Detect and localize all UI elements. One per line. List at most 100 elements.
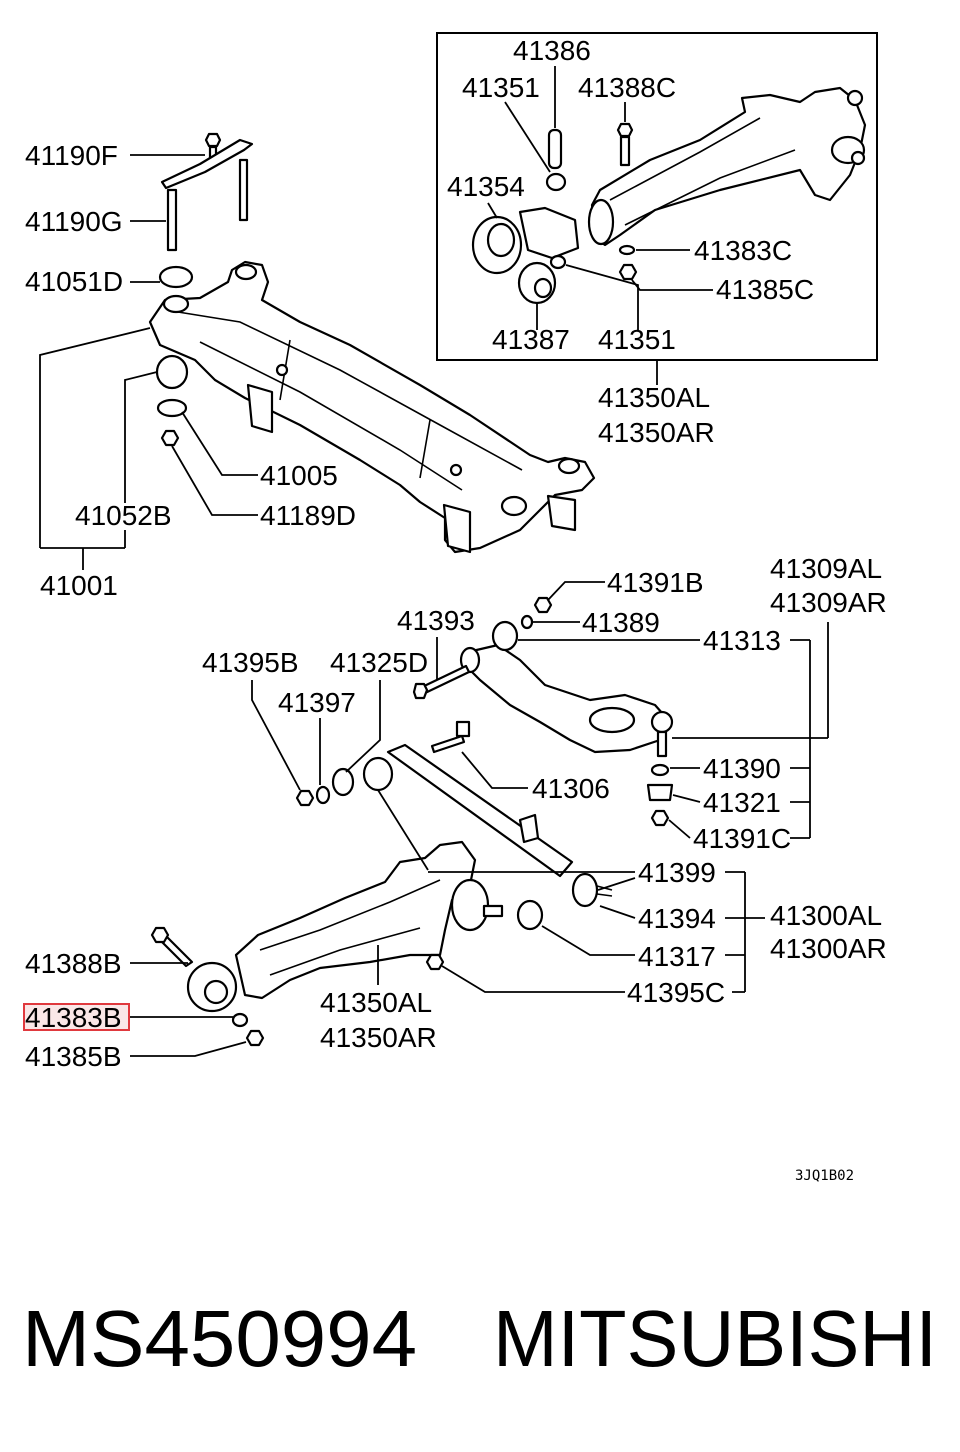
crossmember-eye-rear: [234, 263, 258, 281]
upper-arm-body: [463, 643, 672, 754]
callout-41306: 41306: [532, 773, 610, 804]
callout-41350AR-inset: 41350AR: [598, 417, 715, 448]
crossmember-ridge: [177, 311, 523, 491]
callout-41300AR: 41300AR: [770, 933, 887, 964]
leader-41399: [377, 789, 636, 891]
lower-arm-ball-stud: [482, 904, 504, 918]
leader-41005: [181, 411, 258, 476]
callout-41189D: 41189D: [260, 500, 356, 531]
leader-41351-top: [504, 101, 551, 173]
pin-41386: [547, 128, 563, 170]
nut-41395B: [295, 789, 315, 807]
crossmember-eye-front: [500, 495, 528, 517]
nut-41391C: [650, 809, 670, 827]
washer-41351-top: [545, 172, 567, 192]
crossmember-hole-2: [449, 463, 463, 477]
callout-41399: 41399: [638, 857, 716, 888]
callout-41350AR-lower: 41350AR: [320, 1022, 437, 1053]
nut-41385B: [245, 1029, 265, 1047]
trailing-arm-body: [590, 86, 867, 247]
bushing-41317: [516, 899, 544, 931]
callout-41309AL: 41309AL: [770, 553, 882, 584]
callout-41387: 41387: [492, 324, 570, 355]
callout-41389: 41389: [582, 607, 660, 638]
trailing-arm-top-boss: [846, 89, 864, 107]
leader-41351-bottom: [565, 264, 639, 330]
crossmember-hole-1: [275, 363, 289, 377]
crossmember-drawing: [148, 260, 596, 554]
leader-41189D: [171, 445, 258, 516]
callout-41001: 41001: [40, 570, 118, 601]
callout-41325D: 41325D: [330, 647, 428, 678]
callout-41388B: 41388B: [25, 948, 122, 979]
drawing-code: 3JQ1B02: [795, 1168, 854, 1184]
leader-41306: [461, 751, 528, 789]
leader-41321: [672, 794, 701, 803]
bolt-head-41306: [455, 720, 471, 738]
bolt-head-41190F: [204, 132, 222, 148]
callout-41351-bottom: 41351: [598, 324, 676, 355]
trailing-arm-drawing: [587, 86, 867, 247]
ball-end-41394: [571, 872, 599, 908]
callout-41395C: 41395C: [627, 977, 725, 1008]
callout-41385B: 41385B: [25, 1041, 122, 1072]
callout-41321: 41321: [703, 787, 781, 818]
bushing-41387-inner: [533, 277, 553, 299]
strut-rod-bushing: [362, 756, 394, 792]
callout-41393: 41393: [397, 605, 475, 636]
leader-41391C: [668, 819, 691, 839]
callout-41313: 41313: [703, 625, 781, 656]
crossmember-callouts: 41190F 41190G 41051D 41005 41052B 41189D…: [25, 140, 356, 601]
suspension-callouts: 41391B 41309AL 41309AR 41393 41389 41313…: [25, 553, 887, 1072]
callout-41190F: 41190F: [25, 140, 118, 171]
callout-41394: 41394: [638, 903, 716, 934]
trailing-arm-ridge: [609, 117, 796, 226]
nut-41189D: [160, 429, 180, 447]
leader-41391B: [547, 581, 605, 601]
callout-41350AL-inset: 41350AL: [598, 382, 710, 413]
leader-41394: [599, 905, 636, 919]
crossmember-bracket-right: [442, 503, 472, 554]
strut-rod-41306: [386, 743, 574, 878]
bolt-head-41388B: [150, 926, 170, 944]
bracket-plate: [160, 138, 254, 190]
upper-arm-eye: [588, 706, 636, 734]
leader-41300-bracket: [725, 871, 765, 993]
leader-41325D: [345, 680, 381, 773]
trailing-arm-front-eye: [587, 198, 615, 246]
washer-41390: [650, 763, 670, 777]
callout-41300AL: 41300AL: [770, 900, 882, 931]
leader-41309-bracket: [672, 622, 829, 839]
callout-41397: 41397: [278, 687, 356, 718]
inset-small-parts: [471, 122, 638, 305]
callout-41351-top: 41351: [462, 72, 540, 103]
callout-41350AL-lower: 41350AL: [320, 987, 432, 1018]
lower-arm-small-parts: [150, 720, 471, 1047]
lower-arm-knuckle: [450, 878, 490, 932]
callout-41309AR: 41309AR: [770, 587, 887, 618]
crossmember-body: [148, 260, 596, 554]
bushing-41351-block: [518, 206, 580, 260]
callout-41391B: 41391B: [607, 567, 704, 598]
callout-41190G: 41190G: [25, 206, 123, 237]
washer-41397: [315, 785, 331, 805]
lower-arm-drawing: [186, 743, 613, 1013]
callout-41385C: 41385C: [716, 274, 814, 305]
crossmember-bracket-left: [246, 383, 274, 434]
nut-41395C: [425, 953, 445, 971]
callout-41388C: 41388C: [578, 72, 676, 103]
crossmember-bracket-side: [546, 494, 577, 532]
leader-41395B: [251, 680, 301, 791]
crossmember-leaders: [39, 154, 258, 570]
crossmember-eye-right: [557, 457, 581, 475]
rod-41190G: [166, 188, 178, 252]
inset-callouts: 41386 41351 41388C 41354 41383C 41385C 4…: [447, 35, 814, 448]
bolt-41306: [430, 734, 466, 754]
brand-name: MITSUBISHI: [493, 1294, 937, 1383]
bushing-41354-inner: [486, 222, 516, 258]
ball-joint-41309: [650, 710, 674, 734]
crossmember-eye-left: [162, 294, 190, 314]
leader-41354: [487, 202, 498, 219]
callout-41383B-highlighted: 41383B: [25, 1002, 122, 1033]
strut-rod-bracket: [518, 813, 540, 844]
